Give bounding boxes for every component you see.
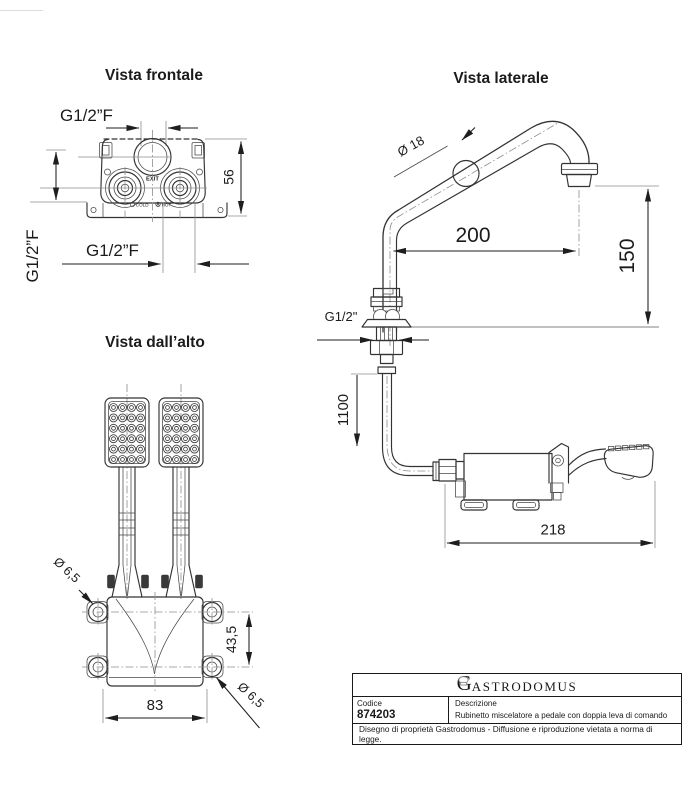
top-width-dim-label: 83 [147, 697, 164, 714]
legal-footer: Disegno di proprietà Gastrodomus - Diffu… [359, 724, 653, 744]
reach-dim-label: 200 [455, 224, 490, 247]
foot-pedal [603, 445, 654, 478]
code-value: 874203 [357, 709, 396, 721]
front-thread-left-label: G1/2”F [23, 230, 42, 283]
hot-label: HOT [162, 203, 172, 208]
inlet-nut [438, 458, 457, 482]
cold-icon [129, 201, 136, 207]
right-pedal-pad [158, 397, 204, 468]
description-value: Rubinetto miscelatore a pedale con doppi… [455, 710, 668, 720]
aerator-nozzle [565, 173, 593, 188]
cold-label: COLD [136, 203, 149, 208]
spout-height-dim-label: 150 [616, 238, 639, 273]
brand-logo: GASTRODOMUS [353, 673, 681, 697]
tap-base-flange [361, 318, 412, 328]
pipe-dia-label: Ø 18 [395, 133, 427, 160]
top-view: 43,5 83 Ø 6,5 Ø 6,5 [51, 384, 267, 729]
front-view-title: Vista frontale [105, 67, 203, 84]
hole-dia-label-left: Ø 6,5 [51, 555, 83, 586]
left-pedal-pad [104, 397, 150, 468]
threaded-shank [375, 326, 398, 342]
valve-body-outline [100, 138, 206, 204]
side-view-title: Vista laterale [453, 70, 549, 87]
side-view: Ø 18 200 150 G1/2" [317, 120, 659, 548]
front-height-dim-label: 56 [221, 169, 237, 185]
hot-icon [155, 201, 161, 207]
front-thread-top-label: G1/2”F [60, 106, 113, 125]
description-cell: Descrizione Rubinetto miscelatore a peda… [449, 697, 681, 723]
valve-unit-body [463, 452, 553, 501]
code-cell: Codice 874203 [353, 697, 449, 723]
body-length-dim-label: 218 [540, 522, 565, 539]
top-depth-dim-label: 43,5 [223, 626, 239, 653]
front-thread-bottom-label: G1/2”F [86, 241, 139, 260]
aerator-collar [560, 162, 599, 176]
brand-name: ASTRODOMUS [471, 679, 578, 694]
side-thread-label: G1/2" [325, 309, 358, 324]
hole-dia-label-right: Ø 6,5 [235, 680, 267, 711]
mounting-flange [86, 202, 228, 219]
title-block: GASTRODOMUS Codice 874203 Descrizione Ru… [352, 673, 682, 745]
fixing-nut [369, 339, 404, 356]
left-pedal-grip-dots [109, 403, 145, 464]
spout-joint-circle [452, 159, 480, 188]
right-pedal-grip-dots [163, 403, 199, 464]
hose-length-dim-label: 1100 [335, 394, 352, 426]
pedal-lever [567, 448, 607, 467]
spout-outline [382, 120, 590, 333]
code-label: Codice [357, 699, 382, 708]
description-label: Descrizione [455, 699, 497, 708]
front-view: G1/2”F EXIT COLD [23, 106, 249, 282]
top-view-title: Vista dall’alto [105, 334, 205, 351]
lever-bracket [548, 442, 570, 484]
